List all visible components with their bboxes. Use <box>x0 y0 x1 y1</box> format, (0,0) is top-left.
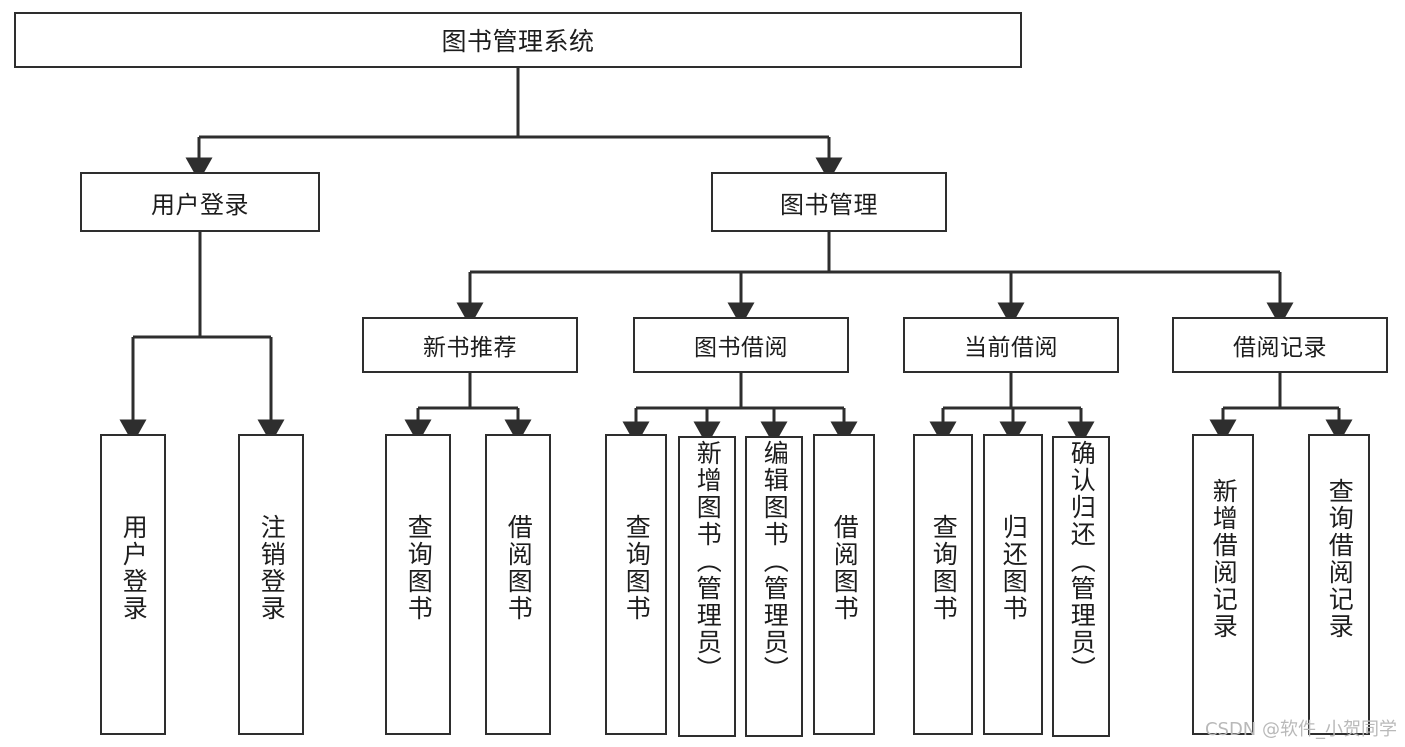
node-current-borrow[interactable]: 当前借阅 <box>903 317 1119 373</box>
node-book-borrow[interactable]: 图书借阅 <box>633 317 849 373</box>
node-leaf-borrow-book[interactable]: 借阅图书 <box>813 434 875 735</box>
node-book-management[interactable]: 图书管理 <box>711 172 947 232</box>
node-user-login[interactable]: 用户登录 <box>80 172 320 232</box>
node-root-book-management-system[interactable]: 图书管理系统 <box>14 12 1022 68</box>
node-label: 当前借阅 <box>964 335 1058 361</box>
node-label: 借阅图书 <box>504 514 534 622</box>
node-leaf-confirm-return-admin[interactable]: 确认归还（管理员） <box>1052 436 1110 737</box>
node-label: 用户登录 <box>119 514 149 622</box>
node-leaf-query-borrow-record[interactable]: 查询借阅记录 <box>1308 434 1370 735</box>
csdn-watermark: CSDN @软件_小贺同学 <box>1204 719 1397 740</box>
node-label: 查询图书 <box>622 514 652 622</box>
node-label: 查询图书 <box>404 514 434 622</box>
node-label: 编辑图书（管理员） <box>760 440 790 683</box>
node-label: 查询图书 <box>929 514 959 622</box>
node-leaf-query-book-recommend[interactable]: 查询图书 <box>385 434 451 735</box>
node-leaf-user-logout[interactable]: 注销登录 <box>238 434 304 735</box>
node-label: 用户登录 <box>151 190 249 219</box>
node-label: 借阅图书 <box>830 514 860 622</box>
node-label: 新增图书（管理员） <box>693 440 723 683</box>
node-label: 图书借阅 <box>694 335 788 361</box>
node-label: 图书管理 <box>780 190 878 219</box>
node-borrow-record[interactable]: 借阅记录 <box>1172 317 1388 373</box>
node-leaf-user-login[interactable]: 用户登录 <box>100 434 166 735</box>
node-leaf-add-borrow-record[interactable]: 新增借阅记录 <box>1192 434 1254 735</box>
node-leaf-query-book-borrow[interactable]: 查询图书 <box>605 434 667 735</box>
node-label: 查询借阅记录 <box>1325 478 1355 640</box>
node-leaf-borrow-book-recommend[interactable]: 借阅图书 <box>485 434 551 735</box>
node-leaf-edit-book-admin[interactable]: 编辑图书（管理员） <box>745 436 803 737</box>
node-label: 图书管理系统 <box>441 27 595 56</box>
node-leaf-add-book-admin[interactable]: 新增图书（管理员） <box>678 436 736 737</box>
node-leaf-query-book-current[interactable]: 查询图书 <box>913 434 973 735</box>
node-label: 注销登录 <box>257 514 287 622</box>
node-new-book-recommend[interactable]: 新书推荐 <box>362 317 578 373</box>
node-label: 新书推荐 <box>423 335 517 361</box>
node-label: 新增借阅记录 <box>1209 478 1239 640</box>
node-label: 借阅记录 <box>1233 335 1327 361</box>
node-label: 归还图书 <box>999 514 1029 622</box>
node-label: 确认归还（管理员） <box>1067 440 1097 683</box>
node-leaf-return-book[interactable]: 归还图书 <box>983 434 1043 735</box>
